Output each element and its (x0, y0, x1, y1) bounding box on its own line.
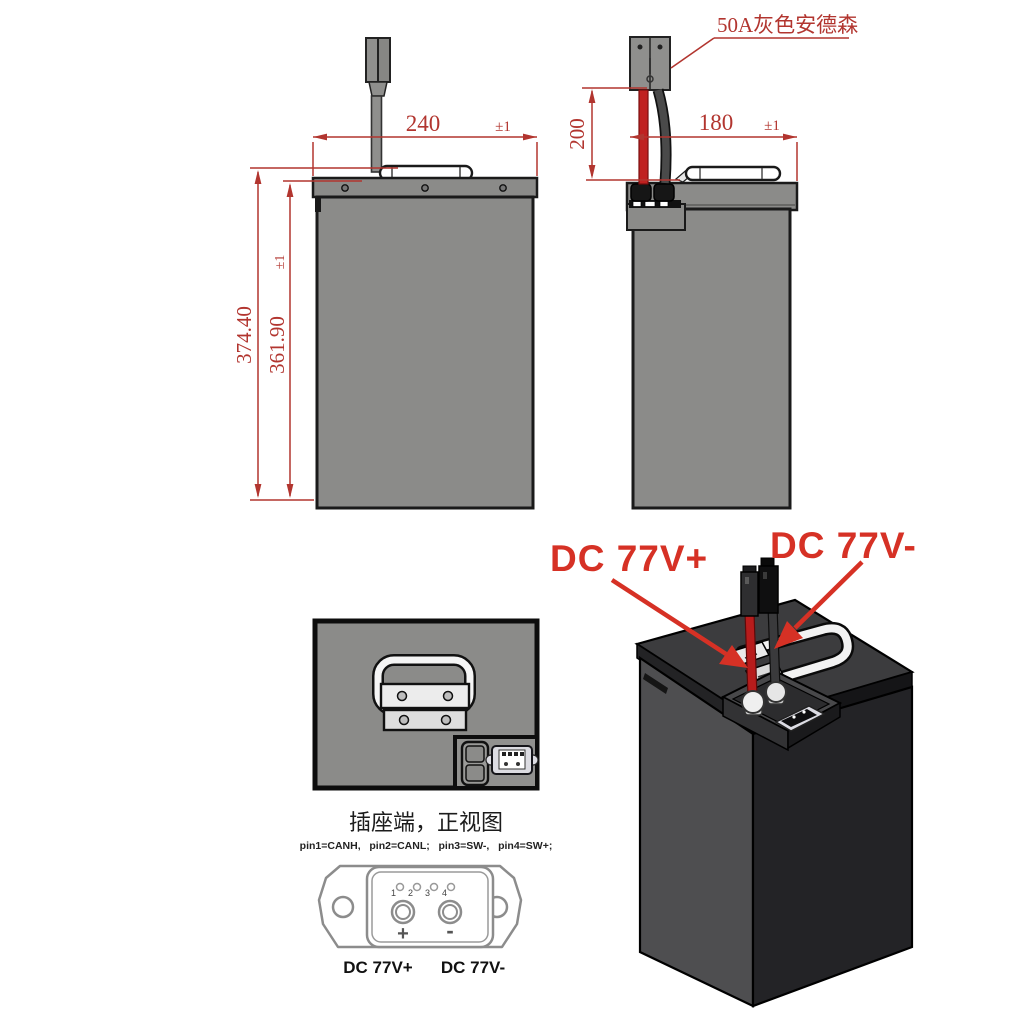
iso-cable-glands (741, 681, 787, 716)
lid-screw (421, 184, 429, 192)
iso-body-right-face (751, 685, 914, 1008)
mount-hole-left (331, 895, 355, 919)
dim-200: 200 (565, 118, 589, 150)
signal-socket-top (485, 745, 539, 775)
side-cable-height-dimension: 200 (565, 87, 680, 181)
handle-plate-upper (379, 682, 471, 710)
iso-anderson-connector (740, 557, 779, 617)
plus-mark: + (397, 923, 409, 945)
front-cable (370, 95, 383, 173)
front-height-dimensions: 374.40 361.90 ±1 (232, 167, 398, 501)
side-battery-body (631, 207, 792, 510)
iso-signal-socket (774, 705, 826, 732)
callout-leader-line (670, 37, 715, 69)
anderson-callout: 50A灰色安德森 (670, 13, 858, 69)
pin-number-4: 4 (442, 888, 447, 898)
side-view: 200 180 ±1 50A灰色安德森 (565, 13, 858, 510)
pin-map-text: pin1=CANH, pin2=CANL; pin3=SW-, pin4=SW+… (300, 840, 553, 852)
signal-pin-1 (395, 882, 405, 892)
socket-panel-title: 插座端，正视图 (349, 810, 503, 835)
dc-minus-label-small: DC 77V- (441, 958, 505, 977)
pin-number-1: 1 (391, 888, 396, 898)
arrow-to-negative (793, 560, 864, 630)
socket-front-drawing: 1 2 3 4 + - DC 77V+ DC 77V- (317, 864, 523, 977)
pin-number-2: 2 (408, 888, 413, 898)
dim-180: 180 (699, 110, 734, 135)
dc-plus-label-big: DC 77V+ (550, 538, 708, 579)
negative-cable (654, 88, 670, 184)
lid-notch (315, 198, 321, 212)
dim-361: 361.90 (265, 316, 289, 374)
cable-gland (630, 183, 652, 202)
dim-361-tol: ±1 (273, 255, 288, 270)
iso-view: DC 77V+ DC 77V- (550, 525, 917, 1008)
front-cable-connector (365, 37, 391, 173)
anderson-callout-text: 50A灰色安德森 (717, 13, 858, 37)
iso-side-slot (643, 673, 668, 694)
dim-180-tol: ±1 (764, 118, 780, 134)
lid-screw (499, 184, 507, 192)
handle-plate-lower (382, 708, 468, 732)
front-battery-body (315, 195, 535, 510)
cable-gland (653, 183, 675, 202)
dim-240: 240 (406, 111, 441, 136)
side-width-dimension: 180 ±1 (630, 110, 798, 181)
dc-minus-label-big: DC 77V- (770, 525, 917, 566)
signal-pin-2 (412, 882, 422, 892)
minus-mark: - (446, 918, 453, 943)
dim-374: 374.40 (232, 306, 256, 364)
lid-screw (341, 184, 349, 192)
front-view: 240 ±1 374.40 361.90 ±1 (232, 37, 539, 510)
top-connector-recess (453, 735, 539, 790)
signal-pin-3 (429, 882, 439, 892)
anderson-connector-side (629, 36, 671, 91)
pin-number-3: 3 (425, 888, 430, 898)
top-handle (372, 654, 476, 732)
dc-plus-label-small: DC 77V+ (343, 958, 413, 977)
iso-callouts: DC 77V+ DC 77V- (550, 525, 917, 668)
top-view: 插座端，正视图 pin1=CANH, pin2=CANL; pin3=SW-, … (300, 618, 553, 977)
arrow-to-positive (610, 578, 728, 656)
front-width-dimension: 240 ±1 (312, 111, 538, 176)
dim-240-tol: ±1 (495, 119, 511, 135)
terminal-step (626, 183, 686, 231)
signal-pin-4 (446, 882, 456, 892)
side-handle (684, 165, 782, 182)
